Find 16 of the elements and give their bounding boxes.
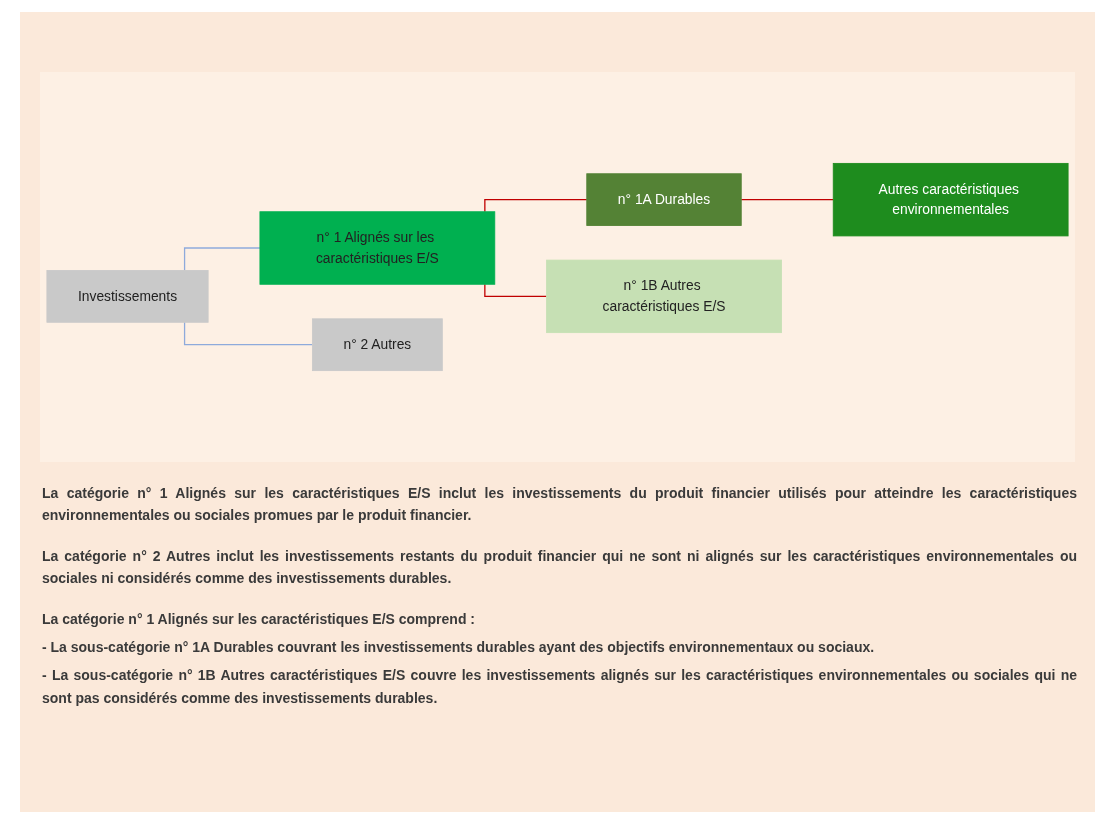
node-box: n° 2 Autres	[311, 318, 443, 372]
note-paragraph: La catégorie n° 1 Alignés sur les caractéristiques E/S inclut les investissements du produit financier utilisés pour atteindre les caractéristiques environnementales ou sociales promues par le produit financier.	[42, 484, 1077, 526]
node-box: n° 1 Alignés sur les caractéristiques E/S	[259, 211, 496, 285]
node-box: Investissements	[46, 270, 209, 323]
connector	[183, 321, 314, 346]
node-box: n° 1B Autres caractéristiques E/S	[546, 259, 782, 334]
connector	[183, 247, 261, 272]
note-paragraph: - La sous-catégorie n° 1B Autres caractéristiques E/S couvre les investissements alignés sur les caractéristiques environnementales ou sociales qui ne sont pas considérés comme des investissements durables.	[42, 666, 1077, 708]
node-box: n° 1A Durables	[586, 173, 742, 226]
note-paragraph: - La sous-catégorie n° 1A Durables couvrant les investissements durables ayant des objectifs environnementaux ou sociaux.	[42, 637, 876, 657]
connector	[740, 199, 834, 201]
connector	[484, 283, 548, 297]
note-paragraph: La catégorie n° 2 Autres inclut les investissements restants du produit financier qui ne sont ni alignés sur les caractéristiques environnementales ou sociales ni considérés comme des investissements durables.	[42, 546, 1077, 589]
connector	[484, 199, 588, 213]
node-box: Autres caractéristiques environnementales	[832, 162, 1069, 237]
note-paragraph: La catégorie n° 1 Alignés sur les caractéristiques E/S comprend :	[42, 609, 476, 629]
